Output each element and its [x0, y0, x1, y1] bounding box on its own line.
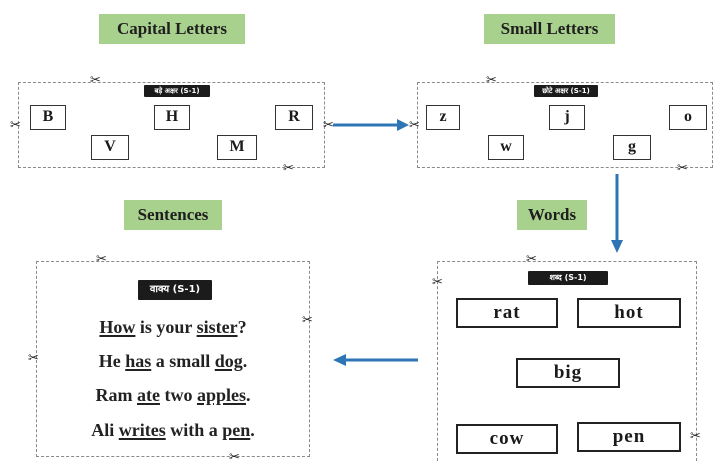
sentence-text: Ram	[95, 385, 137, 405]
sentence-text: .	[246, 385, 251, 405]
words-card-tag: शब्द (S-1)	[528, 271, 608, 285]
small-card-tag: छोटे अक्षर (S-1)	[534, 85, 598, 97]
underlined-word: pen	[222, 420, 251, 440]
sentence-text: .	[242, 351, 248, 371]
scissors-icon: ✂	[690, 429, 701, 444]
underlined-word: has	[125, 351, 152, 371]
sentence-text: two	[159, 385, 197, 405]
scissors-icon: ✂	[28, 351, 39, 366]
letter-box: B	[30, 105, 66, 130]
scissors-icon: ✂	[229, 450, 240, 465]
sentence-text: .	[250, 420, 255, 440]
scissors-icon: ✂	[486, 73, 497, 88]
letter-box: j	[549, 105, 585, 130]
scissors-icon: ✂	[677, 161, 688, 176]
letter-box: g	[613, 135, 651, 160]
underlined-word: How	[99, 317, 136, 337]
scissors-icon: ✂	[526, 252, 537, 267]
sentence-2: He has a small dog.	[37, 351, 309, 372]
underlined-word: dog	[214, 351, 243, 371]
arrow-icon	[611, 174, 623, 253]
letter-box: z	[426, 105, 460, 130]
capital-letters-card: बड़े अक्षर (S-1) B H R V M	[18, 82, 325, 168]
sentence-4: Ali writes with a pen.	[37, 420, 309, 441]
scissors-icon: ✂	[432, 275, 443, 290]
underlined-word: writes	[118, 420, 166, 440]
capital-letters-label: Capital Letters	[99, 14, 245, 44]
sentence-text: ?	[237, 317, 247, 337]
sentence-text: He	[98, 351, 126, 371]
sentence-1: How is your sister?	[37, 317, 309, 338]
scissors-icon: ✂	[90, 73, 101, 88]
underlined-word: ate	[136, 385, 160, 405]
word-box: cow	[456, 424, 558, 454]
scissors-icon: ✂	[10, 118, 21, 133]
words-card: शब्द (S-1) rat hot big cow pen	[437, 261, 697, 461]
letter-box: w	[488, 135, 524, 160]
small-letters-label: Small Letters	[484, 14, 615, 44]
scissors-icon: ✂	[409, 118, 420, 133]
letter-box: M	[217, 135, 257, 160]
letter-box: o	[669, 105, 707, 130]
arrow-icon	[333, 354, 418, 366]
scissors-icon: ✂	[323, 118, 334, 133]
underlined-word: sister	[196, 317, 238, 337]
small-letters-card: छोटे अक्षर (S-1) z j o w g	[417, 82, 713, 168]
letter-box: H	[154, 105, 190, 130]
sentence-3: Ram ate two apples.	[37, 385, 309, 406]
letter-box: V	[91, 135, 129, 160]
sentences-card-tag: वाक्य (S-1)	[138, 280, 212, 300]
words-label: Words	[517, 200, 587, 230]
capital-card-tag: बड़े अक्षर (S-1)	[144, 85, 210, 97]
sentences-label: Sentences	[124, 200, 222, 230]
scissors-icon: ✂	[283, 161, 294, 176]
sentences-card: वाक्य (S-1) How is your sister? He has a…	[36, 261, 310, 457]
scissors-icon: ✂	[302, 313, 313, 328]
word-box: rat	[456, 298, 558, 328]
word-box: big	[516, 358, 620, 388]
word-box: pen	[577, 422, 681, 452]
sentence-text: Ali	[91, 420, 119, 440]
word-box: hot	[577, 298, 681, 328]
arrow-icon	[333, 119, 409, 131]
sentence-text: a small	[151, 351, 215, 371]
letter-box: R	[275, 105, 313, 130]
underlined-word: apples	[196, 385, 246, 405]
sentence-text: with a	[165, 420, 223, 440]
scissors-icon: ✂	[96, 252, 107, 267]
sentence-text: is your	[135, 317, 197, 337]
